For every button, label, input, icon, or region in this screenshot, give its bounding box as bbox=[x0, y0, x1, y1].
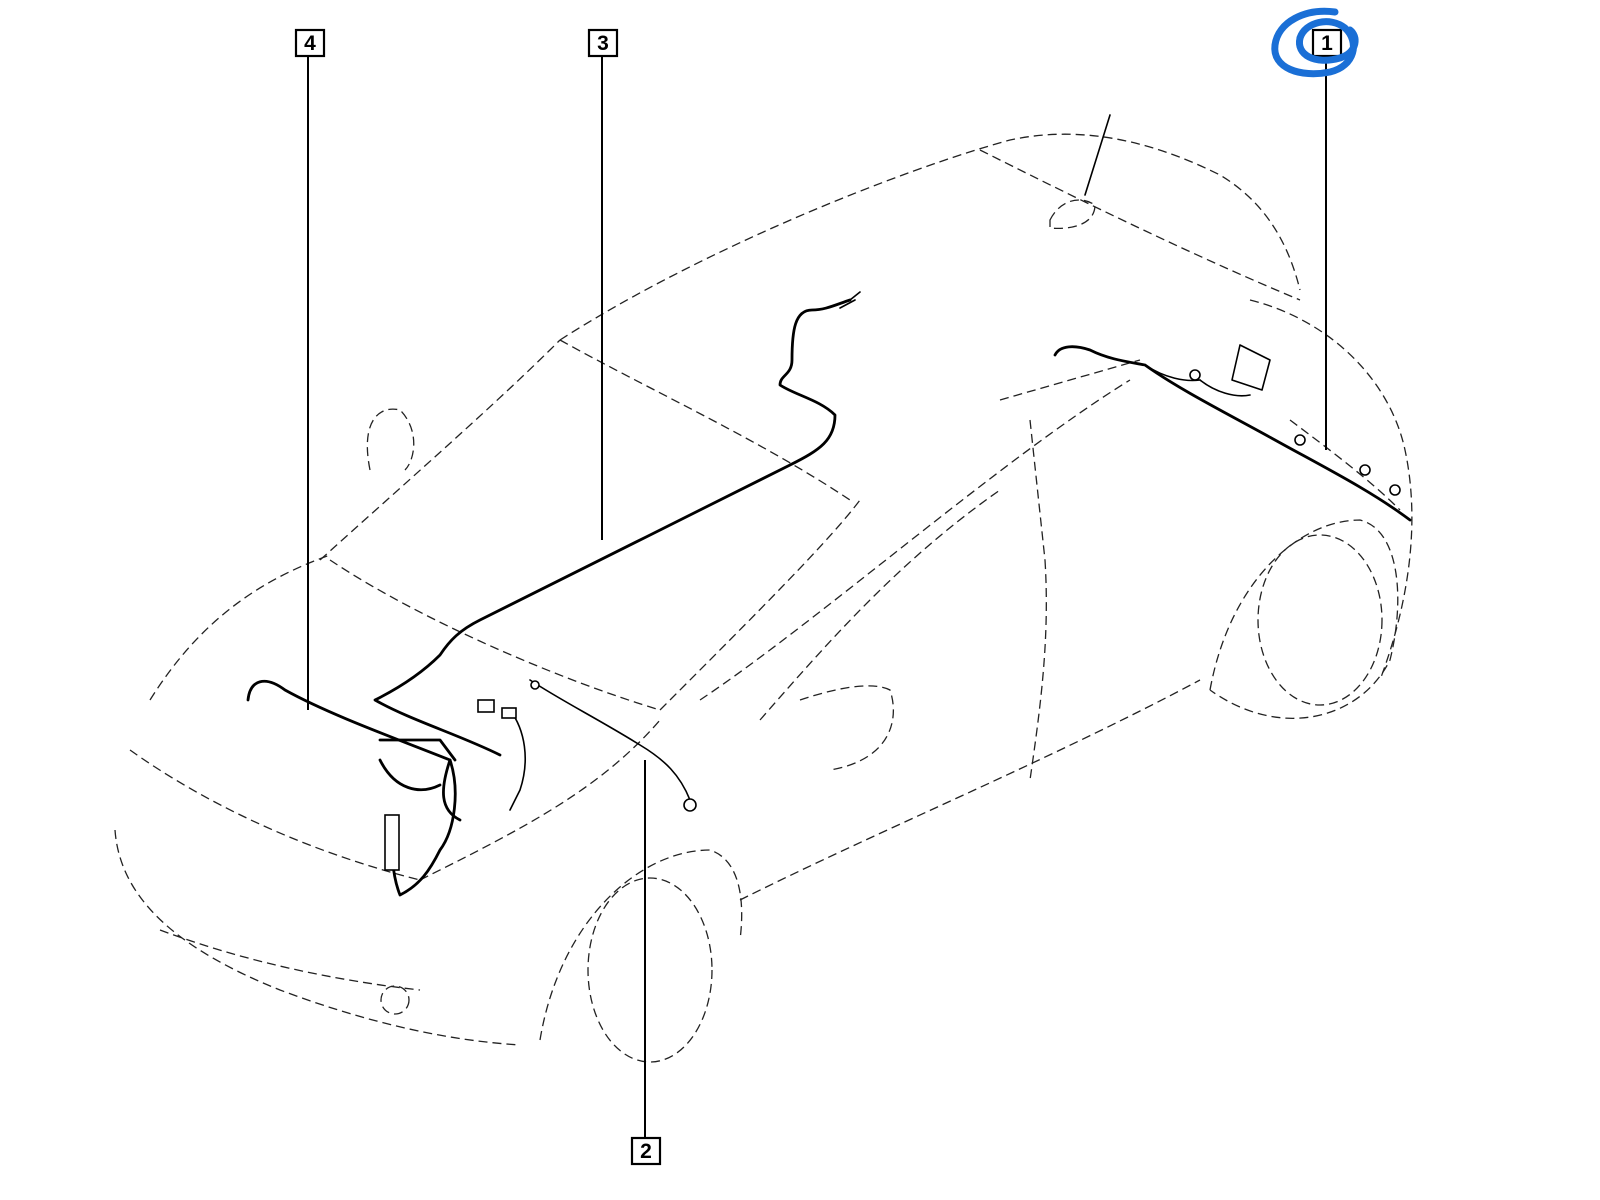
harness-1-rear bbox=[1053, 344, 1412, 522]
callout-3-label: 3 bbox=[597, 32, 609, 55]
leader-lines bbox=[307, 55, 1327, 1140]
callout-1: 1 bbox=[1311, 28, 1343, 58]
callout-3: 3 bbox=[587, 28, 619, 58]
callout-4: 4 bbox=[294, 28, 326, 58]
callout-2: 2 bbox=[630, 1136, 662, 1166]
harness-2-dash bbox=[529, 679, 697, 812]
harness-4-front bbox=[246, 679, 526, 897]
highlight-scribble bbox=[1271, 7, 1359, 78]
callout-1-label: 1 bbox=[1321, 32, 1333, 55]
callout-2-label: 2 bbox=[640, 1140, 652, 1163]
harness-3-main bbox=[373, 291, 861, 757]
callout-4-label: 4 bbox=[304, 32, 316, 55]
vehicle-outline bbox=[114, 114, 1413, 1063]
